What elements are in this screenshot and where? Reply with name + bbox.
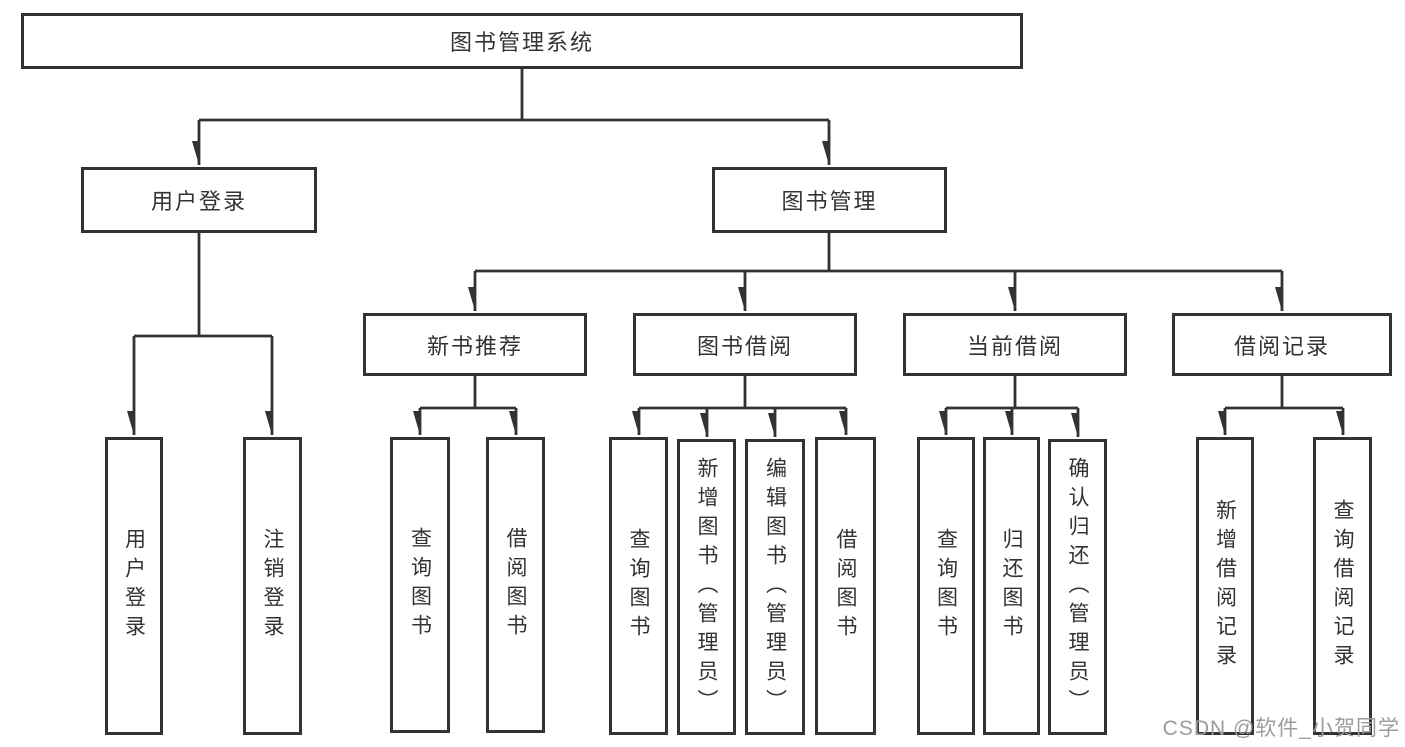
node-current-borrowing: 当前借阅 — [903, 313, 1127, 376]
leaf-user-login: 用户登录 — [105, 437, 163, 735]
node-book-management: 图书管理 — [712, 167, 947, 233]
node-library-management-system: 图书管理系统 — [21, 13, 1023, 69]
leaf-confirm-return-admin: 确认归还（管理员） — [1048, 439, 1107, 735]
leaf-query-books-borrowing: 查询图书 — [609, 437, 668, 735]
leaf-borrow-books-recommend: 借阅图书 — [486, 437, 545, 733]
node-new-book-recommend: 新书推荐 — [363, 313, 587, 376]
leaf-borrow-books-borrowing: 借阅图书 — [815, 437, 876, 735]
node-borrowing-records: 借阅记录 — [1172, 313, 1392, 376]
leaf-query-borrow-record: 查询借阅记录 — [1313, 437, 1372, 735]
leaf-add-borrow-record: 新增借阅记录 — [1196, 437, 1254, 735]
leaf-query-books-current: 查询图书 — [917, 437, 975, 735]
leaf-add-book-admin: 新增图书（管理员） — [677, 439, 736, 735]
csdn-watermark: CSDN @软件_小贺同学 — [1162, 717, 1400, 740]
leaf-return-book: 归还图书 — [983, 437, 1040, 735]
leaf-edit-book-admin: 编辑图书（管理员） — [745, 439, 805, 735]
leaf-logout: 注销登录 — [243, 437, 302, 735]
node-user-login: 用户登录 — [81, 167, 317, 233]
leaf-query-books-recommend: 查询图书 — [390, 437, 450, 733]
node-book-borrowing: 图书借阅 — [633, 313, 857, 376]
